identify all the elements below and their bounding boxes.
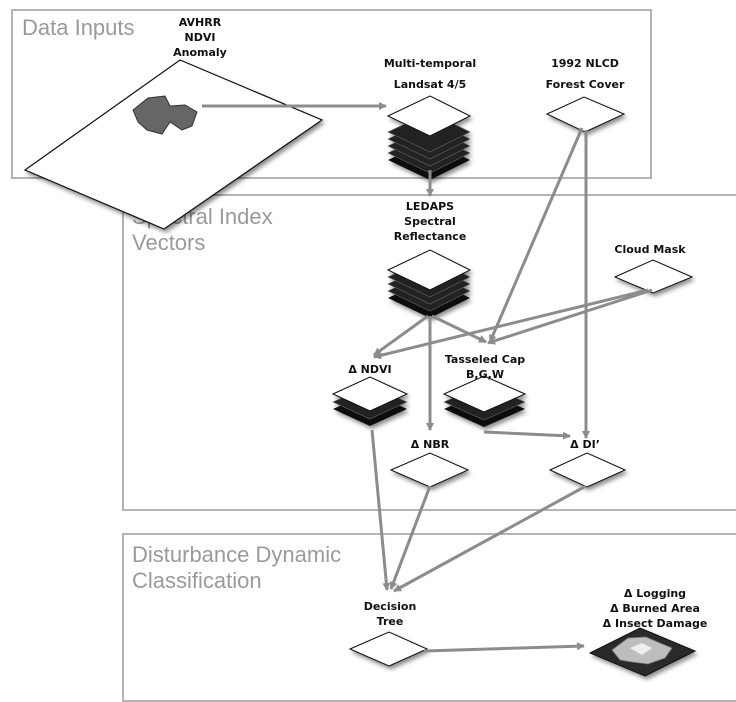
arrow-di-tree [393, 484, 587, 593]
landsat-label-line1: Multi-temporal [383, 57, 477, 70]
ndvi-stack [331, 376, 409, 426]
decision-tree-layer [348, 631, 429, 667]
outputs-label: Δ Logging Δ Burned Area Δ Insect Damage [602, 587, 708, 630]
disturbance-title: Disturbance Dynamic Classification [132, 542, 342, 593]
arrow-ledaps-tasseled [431, 314, 487, 344]
di-layer [548, 452, 627, 488]
tasseled-cap-stack [442, 375, 527, 427]
arrow-nbr-tree [389, 485, 432, 590]
spectral-index-title: Spectral Index Vectors [132, 204, 273, 255]
decision-tree-label: Decision Tree [363, 600, 417, 628]
ledaps-label: LEDAPS Spectral Reflectance [393, 200, 467, 243]
arrow-ledaps-ndvi [373, 314, 429, 357]
nlcd-label-line1: 1992 NLCD [551, 57, 619, 70]
avhrr-label: AVHRR NDVI Anomaly [173, 16, 227, 59]
cloud-mask-layer [613, 259, 694, 294]
flow-arrows [202, 102, 653, 653]
landsat-label-line2: Landsat 4/5 [393, 78, 467, 91]
arrow-tasseled-di [483, 430, 571, 440]
cloud-mask-label: Cloud Mask [614, 243, 686, 256]
nlcd-label-line2: Forest Cover [545, 78, 625, 91]
arrow-tree-output [423, 642, 585, 653]
data-inputs-title: Data Inputs [22, 15, 135, 40]
ledaps-stack [386, 249, 472, 318]
di-label: Δ DI’ [570, 438, 600, 451]
nbr-label: Δ NBR [410, 438, 450, 451]
arrow-nlcd-tasseled [488, 127, 584, 343]
ndvi-anomaly-shape [132, 95, 198, 135]
arrow-cloud-ndvi [373, 288, 649, 360]
tasseled-cap-label: Tasseled Cap B,G,W [444, 353, 526, 381]
landsat-stack [386, 95, 472, 180]
arrow-cloud-tasseled [487, 288, 653, 345]
data-inputs-panel [11, 9, 652, 179]
nbr-layer [389, 452, 470, 488]
arrow-ndvi-tree [370, 429, 391, 591]
avhrr-ndvi-layer [23, 59, 324, 230]
ndvi-label: Δ NDVI [348, 363, 392, 376]
nlcd-layer [545, 96, 626, 133]
